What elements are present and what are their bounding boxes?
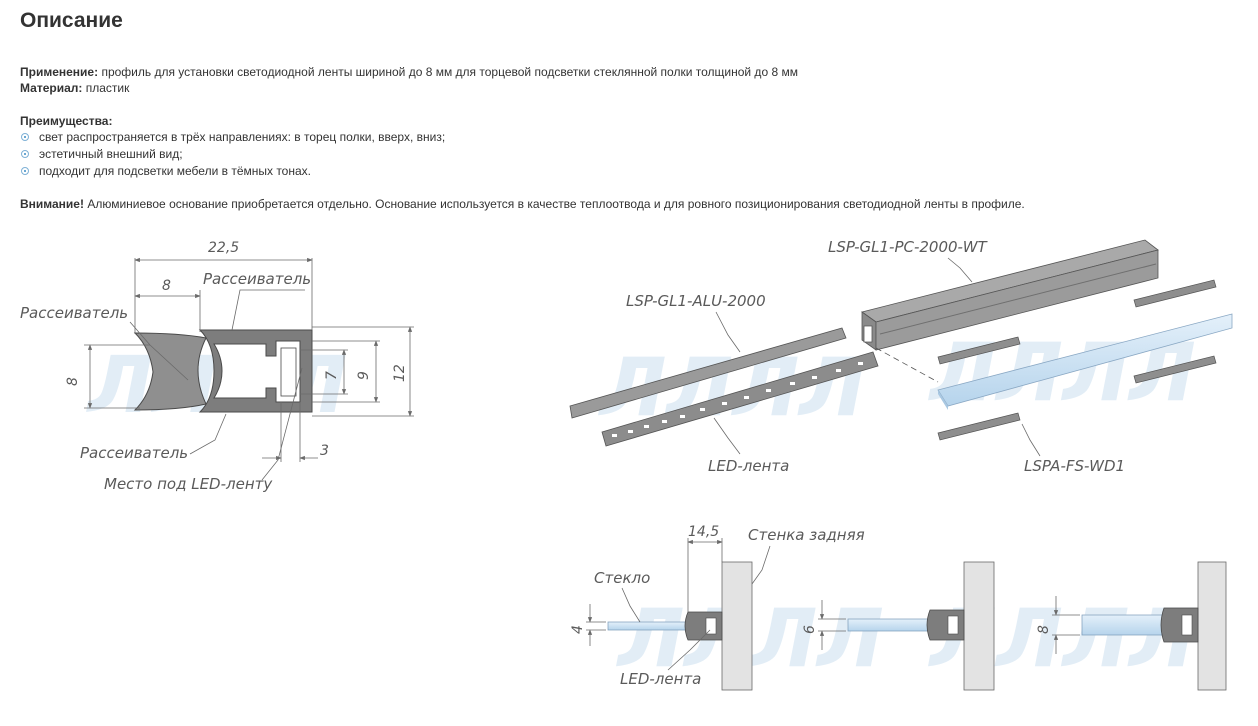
application-text: профиль для установки светодиодной ленты…	[98, 65, 798, 79]
dimension-22-5: 22,5	[208, 240, 239, 256]
dimension-3: 3	[320, 443, 329, 459]
holder-strip	[937, 336, 1021, 365]
holder-strip	[937, 412, 1021, 441]
back-wall	[1197, 561, 1227, 691]
label-diffuser-top: Рассеиватель	[203, 270, 311, 288]
diffuser-shape	[133, 332, 207, 411]
list-item: подходит для подсветки мебели в тёмных т…	[20, 163, 445, 180]
glass-shelf	[1081, 614, 1165, 636]
led-strip	[601, 351, 879, 447]
label-aluminium-base: LSP-GL1-ALU-2000	[626, 292, 766, 310]
dimension-8-side: 8	[65, 377, 81, 386]
holder-strip	[1133, 279, 1217, 308]
advantages-label: Преимущества:	[20, 114, 113, 128]
application-label: Применение:	[20, 65, 99, 79]
list-item-text: свет распространяется в трёх направления…	[39, 130, 446, 144]
bullet-icon	[21, 150, 29, 158]
dimension-8-install: 8	[1036, 625, 1052, 634]
bullet-icon	[21, 167, 29, 175]
profile-section	[684, 611, 723, 641]
section-heading: Описание	[20, 9, 123, 32]
dimension-14-5: 14,5	[688, 524, 719, 540]
back-wall	[721, 561, 753, 691]
assembly-drawing: ЛЛЛЛ ЛЛЛЛ LSP-GL1-PC-2000-WT	[569, 238, 1233, 475]
advantages-heading: Преимущества:	[20, 113, 112, 129]
label-diffuser-bottom: Рассеиватель	[80, 444, 188, 462]
profile-cavity	[213, 340, 301, 403]
material-label: Материал:	[20, 81, 83, 95]
installation-drawing: ЛЛЛЛ ЛЛЛЛ 14,5 Стенка задняя Стекло LED-…	[570, 524, 1227, 691]
label-led-strip: LED-лента	[708, 457, 789, 475]
led-slot-shape	[280, 347, 297, 397]
warning-text: Алюминиевое основание приобретается отде…	[83, 197, 1025, 211]
glass-shelf	[847, 618, 931, 632]
list-item: свет распространяется в трёх направления…	[20, 129, 445, 146]
dimension-7: 7	[324, 371, 340, 380]
dimension-6: 6	[802, 625, 818, 634]
glass-shelf	[607, 621, 689, 631]
label-glass: Стекло	[594, 569, 650, 587]
label-led-strip-install: LED-лента	[620, 670, 701, 688]
list-item: эстетичный внешний вид;	[20, 146, 445, 163]
warning-label: Внимание!	[20, 197, 84, 211]
profile-section	[926, 609, 965, 641]
profile-section-drawing: ЛЛЛЛ 22,5 8 Рассеиватель Рассеиватель 8 …	[20, 240, 414, 493]
material-text: пластик	[82, 81, 130, 95]
dimension-4: 4	[570, 625, 586, 634]
holder-strip	[1133, 355, 1217, 384]
label-holder: LSPA-FS-WD1	[1024, 457, 1125, 475]
profile-section	[1160, 607, 1199, 643]
label-profile: LSP-GL1-PC-2000-WT	[828, 238, 989, 256]
dimension-12: 12	[392, 364, 408, 382]
material-line: Материал: пластик	[20, 80, 129, 96]
aluminium-base	[569, 327, 847, 419]
application-line: Применение: профиль для установки светод…	[20, 64, 798, 80]
led-chips	[612, 362, 863, 437]
bullet-icon	[21, 133, 29, 141]
dimension-9: 9	[356, 371, 372, 380]
list-item-text: эстетичный внешний вид;	[39, 147, 183, 161]
glass-shelf	[937, 313, 1233, 407]
dimension-8-top: 8	[162, 278, 171, 294]
back-wall	[963, 561, 995, 691]
advantages-list: свет распространяется в трёх направления…	[20, 129, 445, 180]
list-item-text: подходит для подсветки мебели в тёмных т…	[39, 164, 311, 178]
label-back-wall: Стенка задняя	[748, 526, 865, 544]
warning-line: Внимание! Алюминиевое основание приобрет…	[20, 196, 1025, 212]
profile-side-face	[875, 249, 1159, 351]
label-led-place: Место под LED-ленту	[104, 475, 273, 493]
label-diffuser-left: Рассеиватель	[20, 304, 128, 322]
